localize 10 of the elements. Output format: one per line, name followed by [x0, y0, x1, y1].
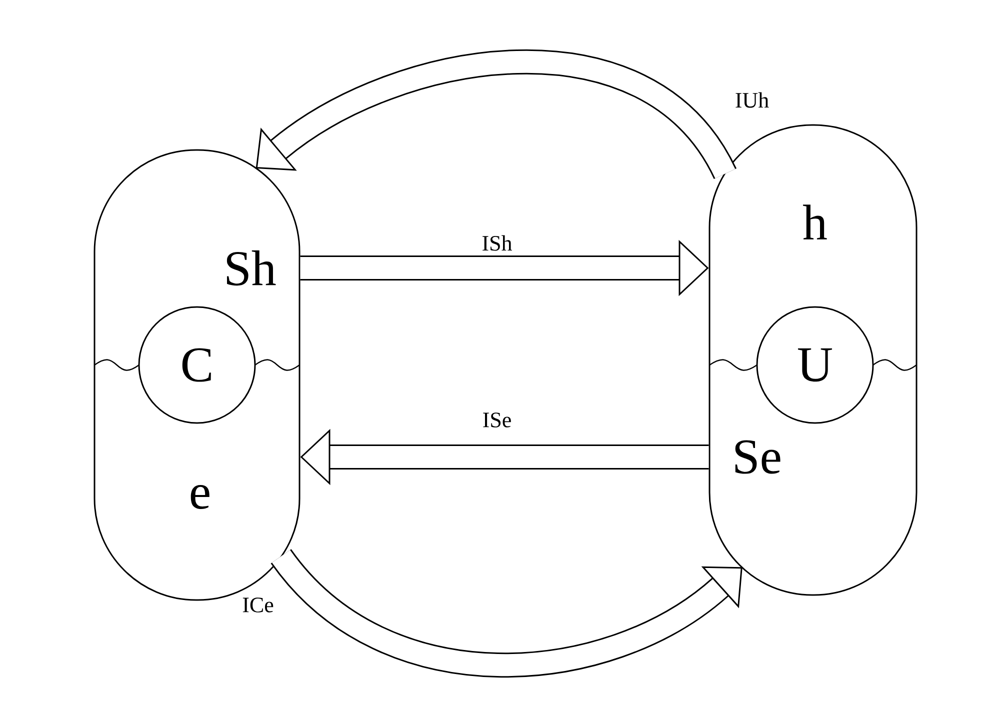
- edge-label: ISh: [480, 234, 514, 252]
- edge-label: IUh: [734, 91, 770, 109]
- node-label: Sh: [226, 250, 276, 286]
- node-label: Se: [735, 440, 780, 474]
- node-label: e: [190, 484, 210, 510]
- edge-label: ICe: [241, 596, 275, 614]
- hollow-arrow: [256, 50, 736, 180]
- node-label: h: [803, 204, 827, 240]
- hollow-arrow: [271, 548, 742, 678]
- edge-label: ISe: [481, 412, 513, 428]
